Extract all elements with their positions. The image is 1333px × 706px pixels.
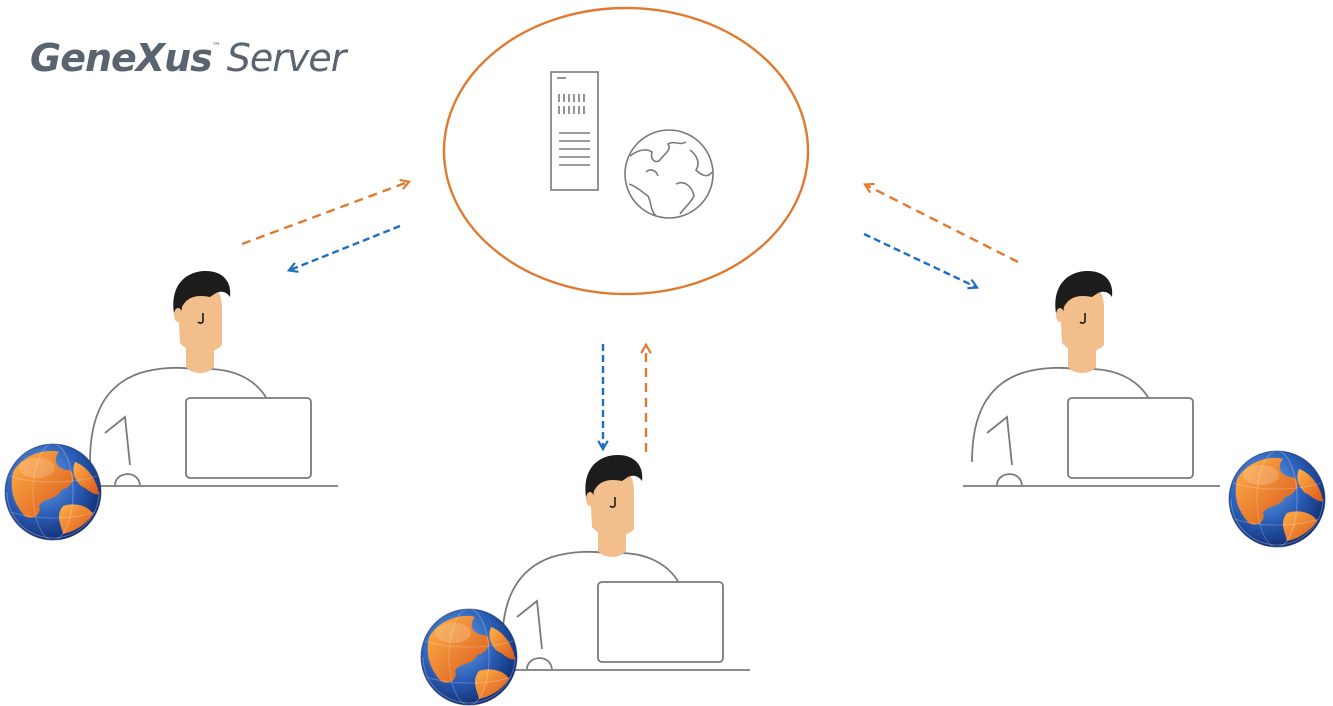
user-left-person-icon bbox=[80, 270, 339, 487]
user-right-person-icon bbox=[962, 270, 1221, 487]
browser-globe-icon-left bbox=[4, 443, 102, 541]
browser-globe-icon-center bbox=[420, 608, 518, 706]
globe-icon bbox=[624, 129, 714, 219]
user-center-person-icon bbox=[492, 454, 751, 671]
logo-brand: GeneXus bbox=[30, 36, 213, 80]
arrow-server-to-right bbox=[863, 232, 980, 290]
arrow-server-to-left bbox=[286, 224, 401, 273]
logo-trademark: ™ bbox=[211, 42, 221, 52]
browser-globe-icon-right bbox=[1228, 450, 1326, 548]
arrow-right-to-server bbox=[862, 182, 1019, 264]
server-icon bbox=[550, 71, 599, 191]
logo-product: Server bbox=[226, 36, 347, 80]
arrow-left-to-server bbox=[241, 178, 412, 246]
genexus-server-logo: GeneXus™ Server bbox=[30, 36, 347, 80]
server-cloud-ellipse bbox=[442, 6, 810, 296]
